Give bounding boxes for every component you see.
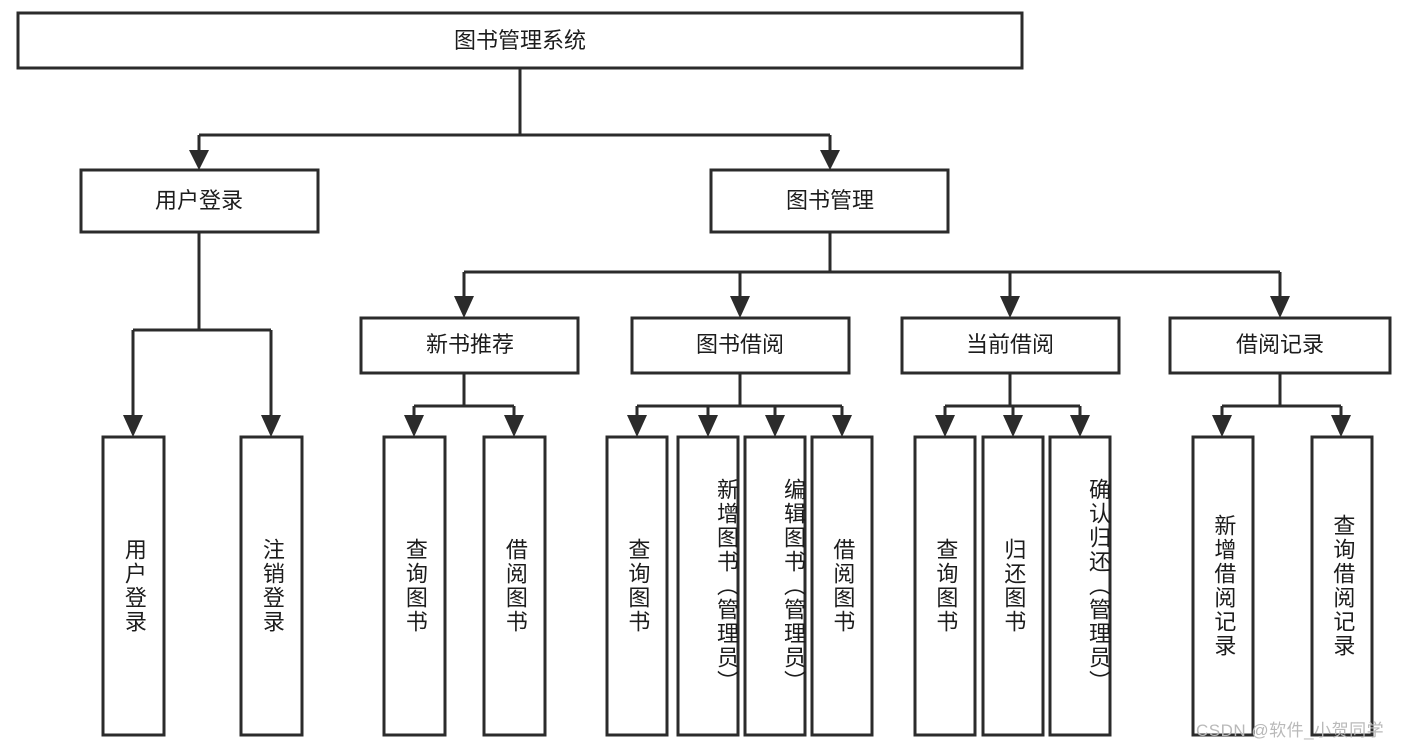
node-leaf-query-record[interactable] [1310, 435, 1374, 737]
node-leaf-user-login[interactable] [101, 435, 166, 737]
arrow-to-new-book-rec [454, 296, 474, 318]
node-leaf-query-book-3[interactable] [913, 435, 977, 737]
arrow-to-book-borrow [730, 296, 750, 318]
arrow-to-leaf-edit-book [765, 415, 785, 437]
arrow-to-leaf-confirm-return [1070, 415, 1090, 437]
arrow-to-leaf-user-login [123, 415, 143, 437]
arrow-to-leaf-query-record [1331, 415, 1351, 437]
arrow-to-leaf-borrow-book-1 [504, 415, 524, 437]
node-new-book-rec-label: 新书推荐 [426, 332, 514, 357]
arrow-to-book-manage [820, 150, 840, 170]
connector-group-root [189, 68, 840, 170]
arrow-to-leaf-add-record [1212, 415, 1232, 437]
arrow-to-current-borrow [1000, 296, 1020, 318]
arrow-to-user-login [189, 150, 209, 170]
connector-group-book-manage [454, 232, 1290, 318]
node-book-manage-label: 图书管理 [786, 188, 874, 213]
arrow-to-leaf-logout-login [261, 415, 281, 437]
connector-group-current-borrow [935, 373, 1090, 437]
connector-group-user-login [123, 232, 281, 437]
csdn-watermark: CSDN @软件_小贺同学 [1196, 721, 1385, 740]
node-book-manage[interactable] [709, 168, 950, 234]
arrow-to-leaf-query-book-3 [935, 415, 955, 437]
connector-group-book-borrow [627, 373, 852, 437]
node-root-label: 图书管理系统 [454, 28, 586, 53]
node-leaf-confirm-return[interactable] [1048, 435, 1112, 737]
node-leaf-edit-book[interactable] [743, 435, 807, 737]
node-book-borrow-label: 图书借阅 [696, 332, 784, 357]
arrow-to-leaf-return-book [1003, 415, 1023, 437]
node-borrow-record[interactable] [1168, 316, 1392, 375]
node-current-borrow[interactable] [900, 316, 1121, 375]
node-leaf-return-book[interactable] [981, 435, 1045, 737]
node-leaf-logout-login[interactable] [239, 435, 304, 737]
node-leaf-add-book[interactable] [676, 435, 740, 737]
node-borrow-record-label: 借阅记录 [1236, 332, 1324, 357]
node-leaf-borrow-book-1[interactable] [482, 435, 547, 737]
node-leaf-borrow-book-2[interactable] [810, 435, 874, 737]
node-book-borrow[interactable] [630, 316, 851, 375]
node-leaf-query-book-2[interactable] [605, 435, 669, 737]
node-user-login-label: 用户登录 [155, 188, 243, 213]
node-current-borrow-label: 当前借阅 [966, 332, 1054, 357]
node-new-book-rec[interactable] [359, 316, 580, 375]
arrow-to-leaf-query-book-1 [404, 415, 424, 437]
node-root[interactable] [16, 11, 1024, 70]
node-leaf-add-record[interactable] [1191, 435, 1255, 737]
arrow-to-borrow-record [1270, 296, 1290, 318]
arrow-to-leaf-query-book-2 [627, 415, 647, 437]
connector-group-new-book-rec [404, 373, 524, 437]
node-user-login[interactable] [79, 168, 320, 234]
node-leaf-query-book-1[interactable] [382, 435, 447, 737]
arrow-to-leaf-add-book [698, 415, 718, 437]
connector-group-borrow-record [1212, 373, 1351, 437]
arrow-to-leaf-borrow-book-2 [832, 415, 852, 437]
